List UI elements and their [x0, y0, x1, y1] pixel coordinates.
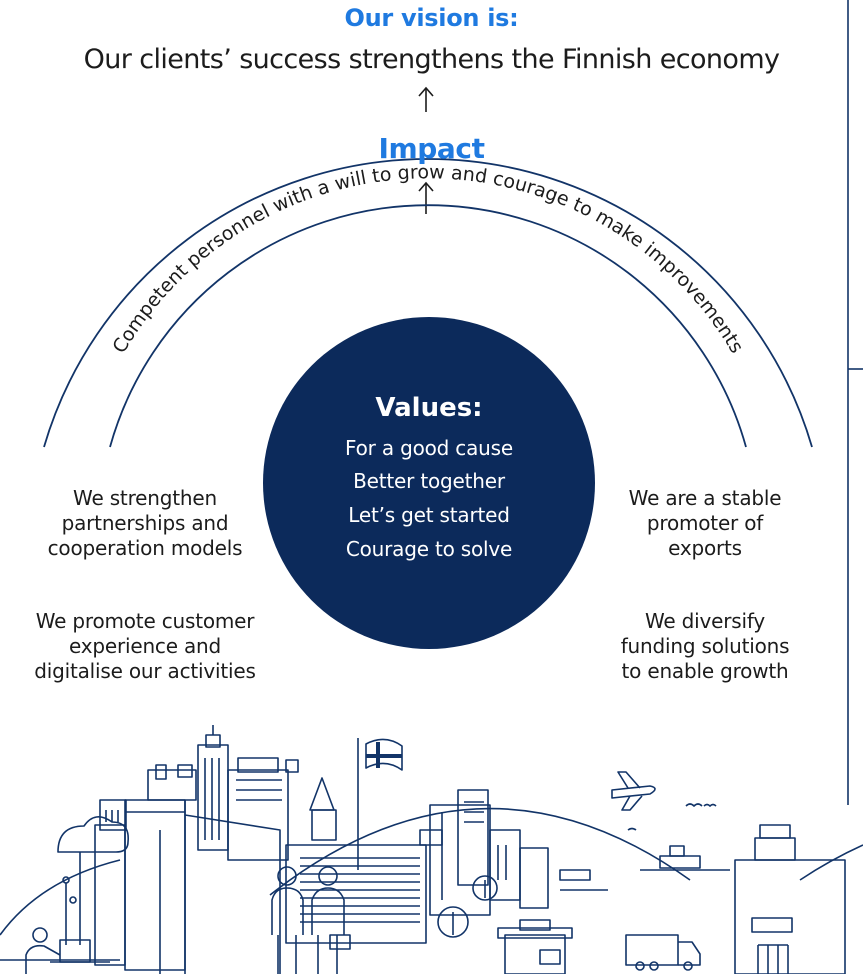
- goal-right-1: We are a stable promoter of exports: [590, 486, 820, 561]
- value-item: Courage to solve: [345, 537, 513, 561]
- goal-line: We promote customer: [35, 609, 255, 633]
- goal-line: We strengthen: [73, 486, 217, 510]
- goal-line: digitalise our activities: [34, 659, 256, 683]
- goal-line: partnerships and: [61, 511, 229, 535]
- values-circle: [263, 317, 595, 649]
- goal-line: experience and: [68, 634, 222, 658]
- goal-left-1: We strengthen partnerships and cooperati…: [20, 486, 270, 561]
- goal-line: We diversify: [645, 609, 765, 633]
- arrow-up-icon: [418, 86, 434, 112]
- goal-line: to enable growth: [621, 659, 789, 683]
- arrow-up-icon: [418, 181, 434, 214]
- value-item: For a good cause: [345, 436, 513, 460]
- values-title: Values:: [375, 393, 483, 423]
- goal-line: promoter of: [646, 511, 764, 535]
- value-item: Better together: [353, 469, 505, 493]
- side-frame: [847, 0, 863, 805]
- goal-line: cooperation models: [47, 536, 243, 560]
- vision-statement: Our clients’ success strengthens the Fin…: [83, 44, 780, 75]
- goal-left-2: We promote customer experience and digit…: [10, 609, 280, 684]
- goal-line: We are a stable: [628, 486, 782, 510]
- value-item: Let’s get started: [348, 503, 510, 527]
- impact-label: Impact: [378, 132, 485, 165]
- goal-right-2: We diversify funding solutions to enable…: [590, 609, 820, 684]
- goal-line: exports: [668, 536, 742, 560]
- vision-heading: Our vision is:: [344, 4, 519, 32]
- city-illustration: [0, 725, 863, 974]
- goal-line: funding solutions: [620, 634, 790, 658]
